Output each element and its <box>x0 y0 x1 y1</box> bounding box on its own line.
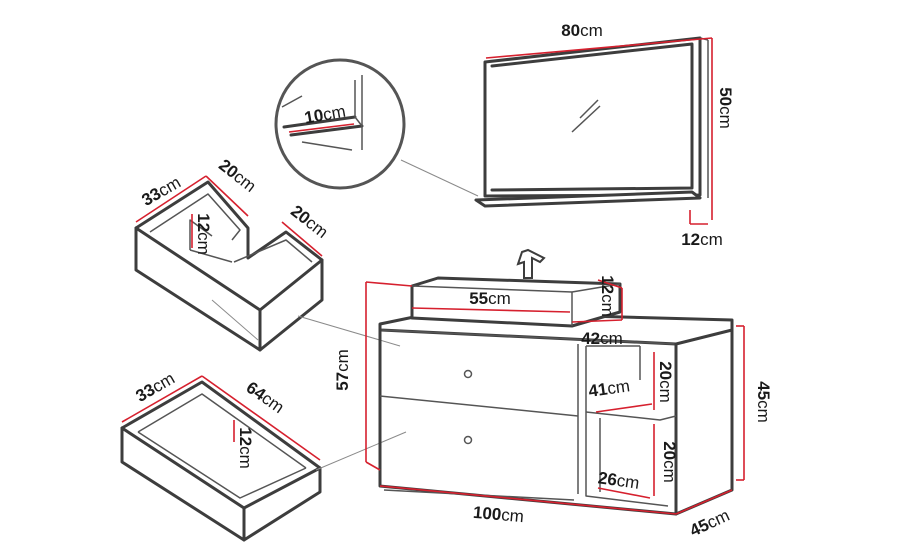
mirror-width-label: 80cm <box>561 21 603 40</box>
drawer-width-label: 64cm <box>243 378 288 417</box>
cabinet-height-label: 45cm <box>754 381 773 423</box>
shelf-bottom-width-label: 26cm <box>597 468 641 493</box>
basin-width-label: 55cm <box>469 289 511 308</box>
mirror-height-label: 50cm <box>716 87 735 129</box>
cabinet-depth-label: 45cm <box>687 506 733 541</box>
shelf-top-width-label: 41cm <box>587 376 631 401</box>
cabinet-front-height-label: 57cm <box>333 349 352 391</box>
shelf-top-height-label: 20cm <box>656 361 675 403</box>
zoom-shelf-depth-label: 10cm <box>303 102 347 128</box>
organizer-height-label: 12cm <box>194 213 213 255</box>
organizer-insert-drawing <box>134 175 401 352</box>
organizer-side-width-label: 20cm <box>287 201 331 242</box>
organizer-compartment-width-label: 20cm <box>215 155 259 196</box>
shelf-bottom-height-label: 20cm <box>660 441 679 483</box>
vanity-cabinet-drawing <box>365 248 745 516</box>
cabinet-width-label: 100cm <box>472 503 525 526</box>
drawer-drawing <box>120 375 407 542</box>
mirror-drawing <box>474 36 713 225</box>
mirror-shelf-depth-label: 12cm <box>681 230 723 249</box>
zoom-detail-circle <box>274 58 479 197</box>
drawer-height-label: 12cm <box>236 427 255 469</box>
basin-depth-label: 42cm <box>581 329 623 348</box>
basin-height-label: 12cm <box>598 275 617 317</box>
